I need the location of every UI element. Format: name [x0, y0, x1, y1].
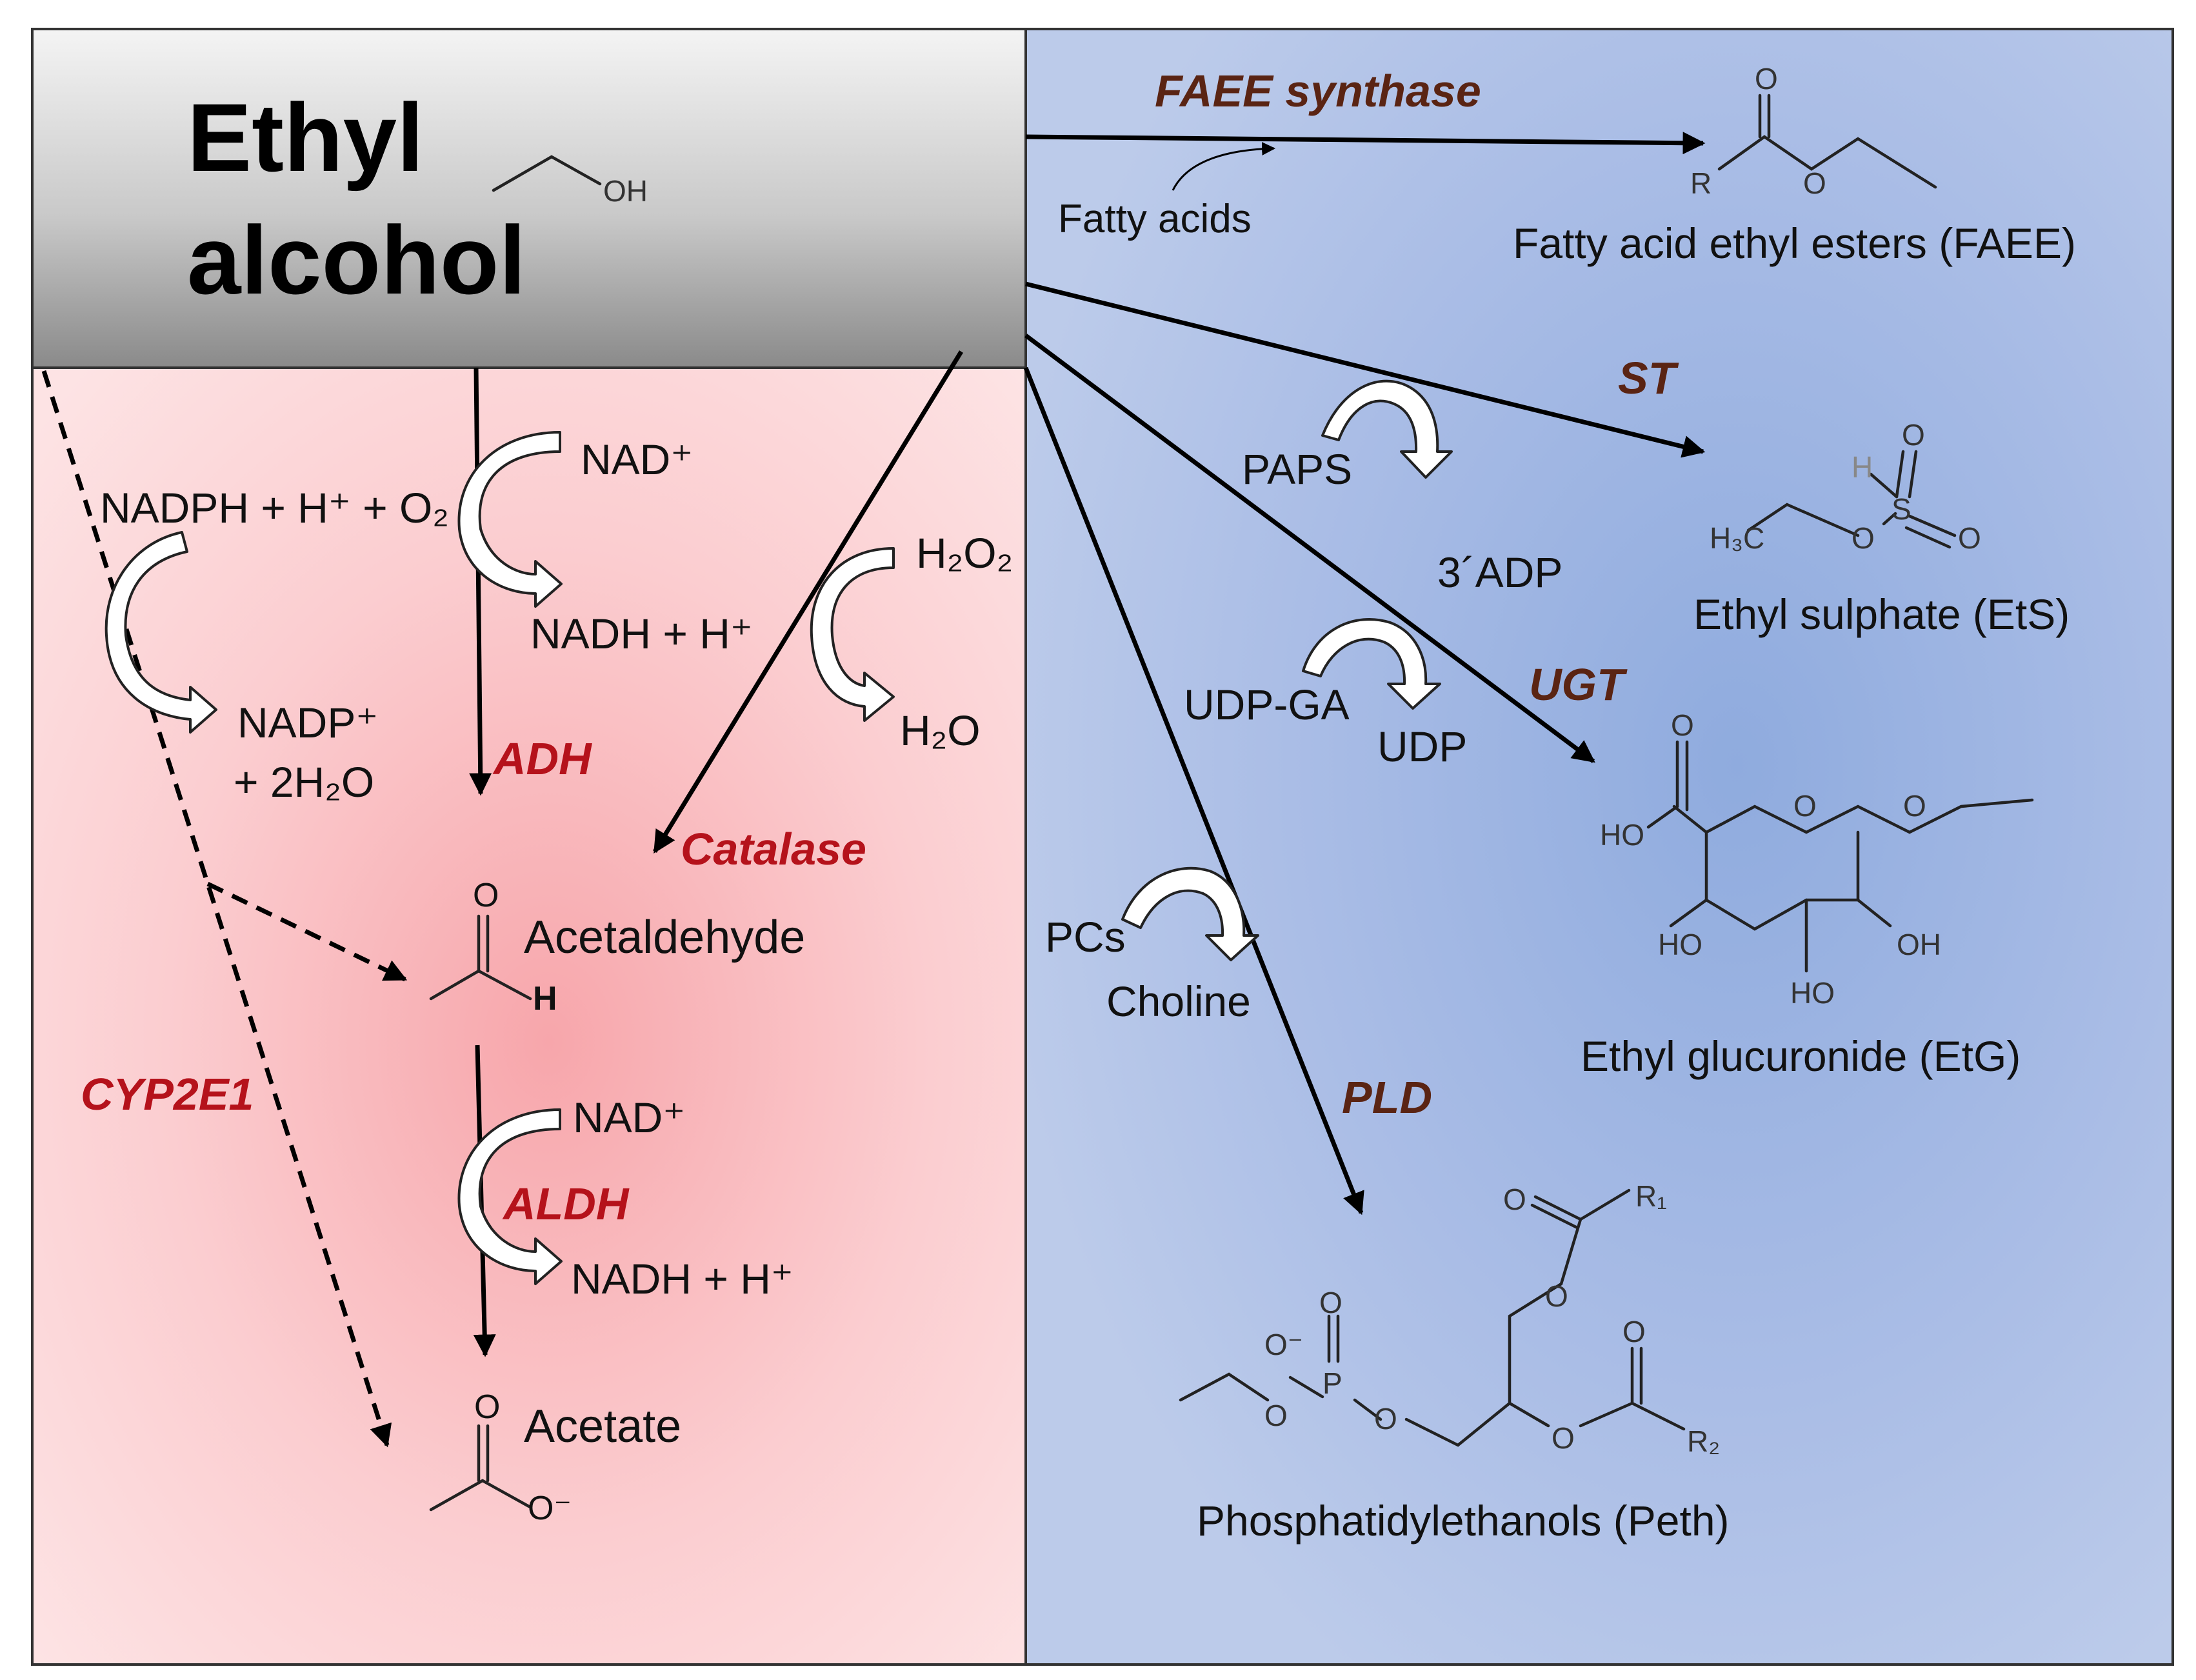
svg-text:O⁻: O⁻	[1264, 1328, 1303, 1361]
catalase-arrow	[653, 350, 963, 854]
aldh-cofactor-out: NADH + H⁺	[571, 1255, 794, 1303]
svg-text:R: R	[1690, 166, 1712, 200]
ugt-cofactor-out: UDP	[1377, 723, 1467, 770]
svg-text:S: S	[1892, 492, 1912, 526]
cyp-cofactor-out-1: NADP⁺	[237, 699, 378, 746]
peth-structure: O⁻ O P O O O O R₁ O O R₂	[1179, 1179, 1720, 1458]
etg-structure: O HO O O HO OH HO	[1600, 708, 2034, 1010]
svg-text:P: P	[1323, 1366, 1343, 1400]
st-cofactor-curved-arrow	[1321, 379, 1453, 479]
etg-product: Ethyl glucuronide (EtG)	[1581, 1032, 2021, 1080]
svg-text:R₁: R₁	[1635, 1179, 1667, 1213]
svg-text:O: O	[1264, 1399, 1288, 1432]
svg-text:O: O	[1503, 1183, 1526, 1216]
st-arrow	[1025, 281, 1706, 458]
ugt-cofactor-curved-arrow	[1302, 618, 1441, 710]
acetate-label: Acetate	[524, 1401, 681, 1452]
catalase-cofactor-curved-arrow	[810, 547, 895, 722]
svg-text:O: O	[473, 877, 499, 914]
title-line-2: alcohol	[187, 206, 526, 314]
adh-cofactor-out: NADH + H⁺	[530, 610, 753, 657]
cyp-cofactor-curved-arrow	[105, 531, 217, 734]
svg-text:O: O	[1552, 1421, 1575, 1455]
enzyme-faee-synthase: FAEE synthase	[1155, 66, 1481, 116]
ets-structure: H₃C O S O O H	[1710, 418, 1981, 555]
catalase-cofactor-in: H₂O₂	[916, 529, 1013, 577]
enzyme-st: ST	[1618, 353, 1679, 403]
title-line-1: Ethyl	[187, 83, 424, 192]
svg-text:O: O	[1622, 1315, 1646, 1348]
faee-cofactor-arrow	[1172, 142, 1276, 191]
svg-text:H: H	[1852, 450, 1873, 484]
enzyme-pld: PLD	[1342, 1072, 1432, 1123]
svg-text:O: O	[1319, 1286, 1343, 1319]
st-cofactor-in: PAPS	[1242, 445, 1352, 493]
svg-text:O: O	[1755, 62, 1778, 95]
svg-text:H: H	[533, 980, 557, 1017]
enzyme-cyp2e1: CYP2E1	[81, 1069, 254, 1119]
svg-text:O: O	[1852, 521, 1875, 555]
enzyme-aldh: ALDH	[502, 1179, 630, 1229]
enzyme-catalase: Catalase	[681, 824, 866, 874]
st-cofactor-out: 3´ADP	[1437, 548, 1562, 596]
svg-text:HO: HO	[1790, 976, 1835, 1010]
svg-text:O⁻: O⁻	[528, 1490, 572, 1527]
acetaldehyde-structure: O H	[429, 877, 557, 1017]
pld-cofactor-curved-arrow	[1121, 866, 1259, 961]
catalase-cofactor-out: H₂O	[900, 706, 981, 754]
svg-text:HO: HO	[1600, 818, 1644, 852]
svg-text:O: O	[1902, 418, 1925, 452]
svg-text:OH: OH	[1897, 928, 1941, 961]
svg-text:O: O	[1903, 789, 1926, 823]
faee-arrow	[1025, 132, 1706, 155]
pld-arrow	[1023, 366, 1364, 1215]
svg-text:O: O	[1671, 708, 1694, 742]
aldh-cofactor-in: NAD⁺	[573, 1094, 685, 1141]
svg-text:OH: OH	[603, 174, 648, 208]
svg-text:O: O	[1958, 521, 1981, 555]
acetaldehyde-label: Acetaldehyde	[524, 912, 805, 963]
ethanol-structure: OH	[492, 155, 648, 208]
aldh-cofactor-curved-arrow	[457, 1108, 563, 1285]
svg-text:H₃C: H₃C	[1710, 521, 1764, 555]
cyp2e1-path	[41, 370, 392, 1448]
pld-cofactor-out: Choline	[1106, 977, 1251, 1025]
pld-cofactor-in: PCs	[1045, 913, 1126, 961]
adh-arrow	[469, 367, 492, 796]
svg-text:O: O	[1803, 166, 1826, 200]
ugt-arrow	[1024, 334, 1595, 763]
enzyme-adh: ADH	[492, 734, 592, 784]
peth-product: Phosphatidylethanols (Peth)	[1197, 1497, 1730, 1545]
enzyme-ugt: UGT	[1529, 659, 1628, 710]
cyp-cofactor-out-2: + 2H₂O	[234, 758, 374, 806]
faee-product: Fatty acid ethyl esters (FAEE)	[1513, 219, 2076, 267]
cyp-cofactor-in: NADPH + H⁺ + O₂	[100, 484, 449, 532]
adh-cofactor-curved-arrow	[457, 431, 563, 608]
faee-structure: O R O	[1690, 62, 1937, 200]
aldh-arrow	[473, 1045, 496, 1357]
acetate-structure: O O⁻	[429, 1388, 572, 1527]
svg-text:O: O	[474, 1388, 500, 1426]
faee-cofactor: Fatty acids	[1058, 197, 1252, 241]
ugt-cofactor-in: UDP-GA	[1184, 681, 1350, 728]
svg-text:O: O	[1545, 1279, 1568, 1313]
ets-product: Ethyl sulphate (EtS)	[1693, 590, 2070, 638]
svg-text:HO: HO	[1658, 928, 1702, 961]
svg-text:R₂: R₂	[1687, 1425, 1720, 1458]
svg-text:O: O	[1374, 1402, 1397, 1435]
cyp2e1-branch-arrow	[206, 881, 408, 982]
adh-cofactor-in: NAD⁺	[581, 435, 693, 483]
ethyl-alcohol-header	[31, 28, 1027, 369]
svg-text:O: O	[1793, 789, 1817, 823]
